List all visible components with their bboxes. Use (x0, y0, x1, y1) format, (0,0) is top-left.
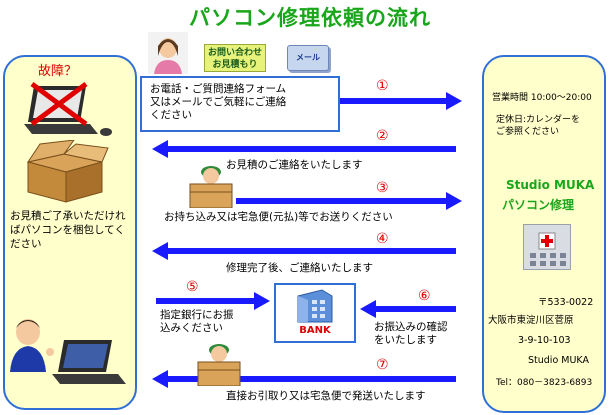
bank-building-icon (297, 289, 333, 323)
arrow-step-5 (156, 292, 270, 310)
packing-instruction: お見積ご了承いただければパソコンを梱包してください (10, 210, 126, 250)
customer-with-laptop-icon (10, 319, 126, 384)
arrow-step-2 (152, 140, 456, 158)
step-number-7: ⑦ (376, 357, 389, 373)
arrow-step-3 (236, 192, 462, 210)
holiday-info: 定休日:カレンダーを ご参照ください (496, 115, 581, 137)
delivery-man-return-icon (197, 344, 241, 386)
step-2-text: お見積のご連絡をいたします (226, 159, 363, 171)
clinic-cross-icon (530, 232, 566, 266)
clinic-building-icon (523, 224, 571, 270)
telephone: Tel：080－3823-6893 (496, 378, 593, 388)
step-number-5: ⑤ (186, 279, 199, 295)
mail-icon: メール (287, 45, 329, 71)
mail-label: メール (296, 53, 320, 62)
step-4-text: 修理完了後、ご連絡いたします (226, 262, 373, 274)
operator-woman-icon (148, 32, 188, 74)
inquiry-badge-label: お問い合わせ お見積もり (207, 48, 262, 70)
fault-label: 故障？ (38, 64, 78, 79)
step-3-text: お持ち込み又は宅急便(元払)等でお送りください (164, 211, 393, 223)
address-line-2: 3-9-10-103 (518, 335, 571, 346)
inquiry-estimate-badge: お問い合わせ お見積もり (204, 44, 266, 72)
postal-code: 〒533-0022 (538, 297, 594, 308)
step-number-3: ③ (376, 180, 389, 196)
address-line-1: 大阪市東淀川区菅原 (488, 315, 574, 326)
brand-name-en: Studio MUKA (506, 178, 595, 192)
contact-methods-text: お電話・ご質問連絡フォーム 又はメールでご気軽にご連絡 ください (150, 83, 287, 121)
arrow-step-4 (152, 242, 456, 260)
arrow-step-1 (340, 92, 462, 110)
arrow-step-6 (360, 300, 456, 318)
broken-laptop-icon (24, 81, 112, 136)
contact-methods-box: お電話・ご質問連絡フォーム 又はメールでご気軽にご連絡 ください (140, 76, 340, 132)
step-number-4: ④ (376, 231, 389, 247)
step-number-1: ① (376, 78, 389, 94)
page-title: パソコン修理依頼の流れ (189, 6, 431, 30)
arrow-step-7 (152, 370, 456, 388)
address-line-3: Studio MUKA (528, 355, 589, 366)
business-hours: 営業時間 10:00～20:00 (492, 93, 592, 103)
step-6-text: お振込みの確認 をいたします (374, 321, 448, 346)
cardboard-box-icon (26, 140, 109, 203)
bank-label: BANK (299, 325, 331, 336)
delivery-man-icon (189, 166, 233, 208)
step-7-text: 直接お引取り又は宅急便で発送いたします (226, 390, 426, 402)
brand-name-jp: パソコン修理 (502, 198, 575, 212)
step-number-2: ② (376, 128, 389, 144)
step-number-6: ⑥ (418, 288, 431, 304)
step-5-text: 指定銀行にお振 込みください (160, 309, 234, 334)
